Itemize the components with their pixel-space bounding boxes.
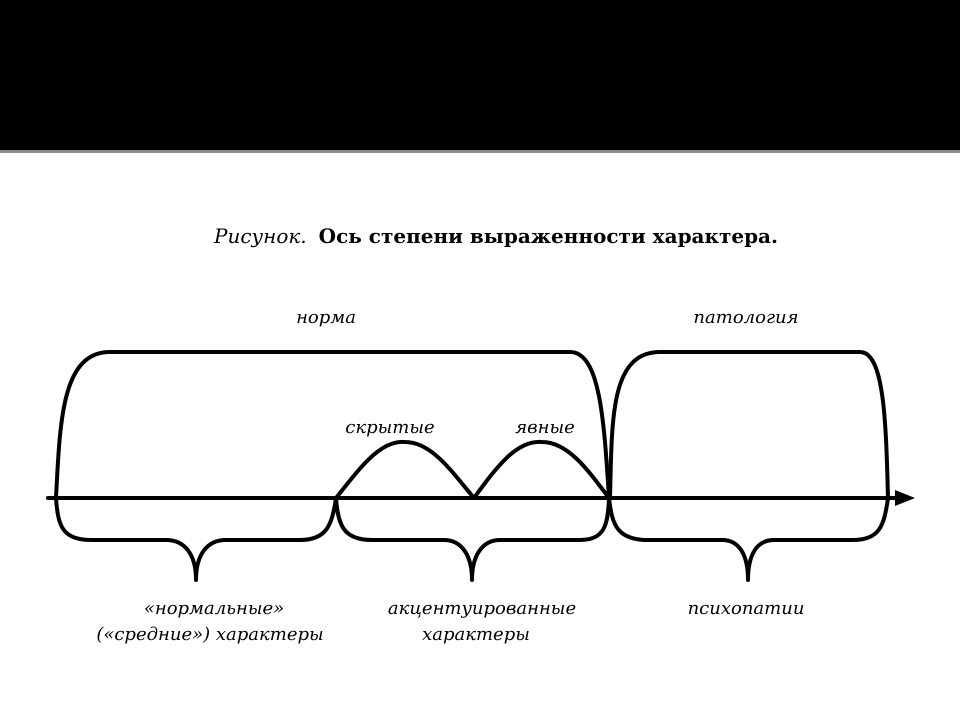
norm-bracket [54,350,611,500]
label-explicit: явные [515,417,575,438]
pathology-bracket [608,350,890,500]
axis-arrowhead [895,490,915,506]
accentuated-characters-bracket [334,496,611,582]
header-bar [0,0,960,150]
hidden-hump [334,439,476,500]
header-divider [0,150,960,153]
label-hidden: скрытые [345,417,434,438]
figure-caption: Рисунок. Ось степени выраженности характ… [213,224,778,248]
caption-prefix: Рисунок. [213,224,307,248]
label-accentuated-line1: акцентуированные [388,598,576,619]
normal-characters-bracket [54,496,338,582]
caption-text: Ось степени выраженности характера. [319,224,778,248]
label-accentuated-line2: характеры [422,624,530,645]
label-norm: норма [296,307,356,328]
explicit-hump [472,439,611,500]
label-normal-line1: «нормальные» [144,598,284,619]
label-pathology: патология [693,307,798,328]
label-psychopathy: психопатии [688,598,805,619]
label-normal-line2: («средние») характеры [96,624,323,645]
psychopathy-bracket [607,496,890,582]
